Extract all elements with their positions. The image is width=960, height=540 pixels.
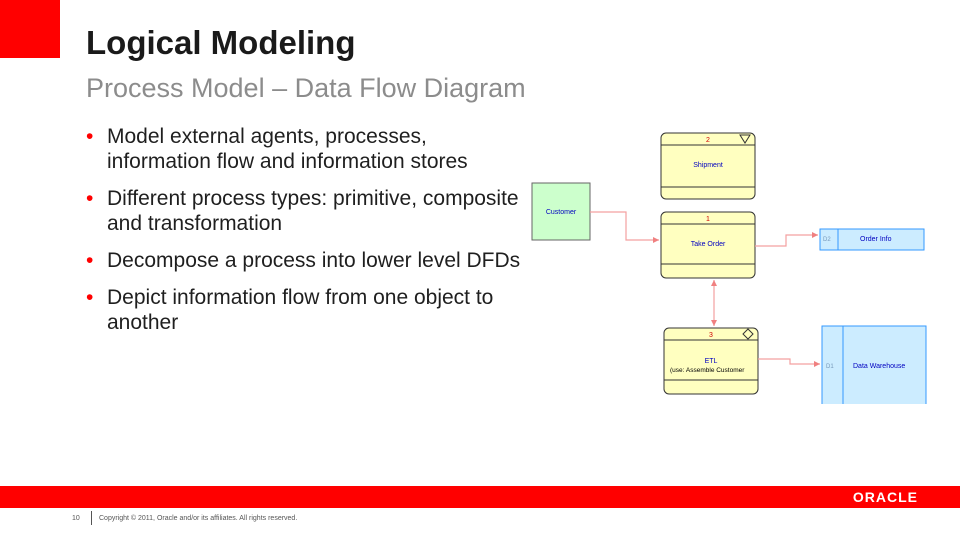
arrow-head-icon [653,237,659,243]
triangle-down-icon [739,134,751,144]
external-agent-customer: Customer [531,182,591,241]
bullet-item: • Decompose a process into lower level DF… [86,248,526,273]
agent-name: Customer [546,209,577,216]
bullet-dot-icon: • [86,249,94,272]
footer-divider [91,511,92,525]
bullet-text: Decompose a process into lower level DFD… [107,249,521,272]
process-name: ETL [705,358,718,365]
page-number: 10 [72,515,80,522]
flow-arrowheads [653,232,820,367]
process-name: Take Order [691,241,726,248]
store-name: Order Info [860,236,892,243]
arrow-head-icon [711,320,717,326]
process-take-order: 1 Take Order [660,211,756,279]
diamond-icon [742,328,754,340]
process-number: 3 [709,332,713,339]
arrow-head-icon [812,232,818,238]
slide-subtitle: Process Model – Data Flow Diagram [86,73,526,103]
store-data-warehouse: D1 Data Warehouse [821,325,927,404]
slide-title: Logical Modeling [86,24,356,61]
footer-bar [0,486,960,508]
oracle-logo: ORACLE [852,489,918,505]
bullet-dot-icon: • [86,187,94,210]
store-id: D1 [826,364,834,370]
process-name: Shipment [693,162,723,169]
store-id: D2 [823,237,831,243]
bullet-item: • Different process types: primitive, com… [86,186,526,236]
arrow-head-icon [711,280,717,286]
store-name: Data Warehouse [853,363,905,370]
bullet-text: Model external agents, processes, inform… [107,125,468,173]
flow-take-order-to-order-info [755,234,818,247]
accent-tab [0,0,60,58]
process-number: 2 [706,137,710,144]
store-order-info: D2 Order Info [819,228,925,251]
bullet-item: • Depict information flow from one object… [86,285,526,335]
flow-customer-to-take-order [590,211,659,241]
information-flows [590,211,820,365]
arrow-head-icon [814,361,820,367]
bullet-list: • Model external agents, processes, infor… [86,124,526,347]
copyright-text: Copyright © 2011, Oracle and/or its affi… [99,515,298,522]
process-number: 1 [706,216,710,223]
bullet-text: Different process types: primitive, comp… [107,187,519,235]
process-etl: 3 ETL (use: Assemble Customer [663,327,759,395]
bullet-text: Depict information flow from one object … [107,286,494,334]
bullet-item: • Model external agents, processes, infor… [86,124,526,174]
bullet-dot-icon: • [86,125,94,148]
process-detail: (use: Assemble Customer [670,367,745,374]
flow-etl-to-data-warehouse [758,358,820,365]
data-flow-diagram: 2 Shipment 1 Take Order 3 ETL (use: Asse… [531,132,927,404]
bullet-dot-icon: • [86,286,94,309]
process-shipment: 2 Shipment [660,132,756,200]
